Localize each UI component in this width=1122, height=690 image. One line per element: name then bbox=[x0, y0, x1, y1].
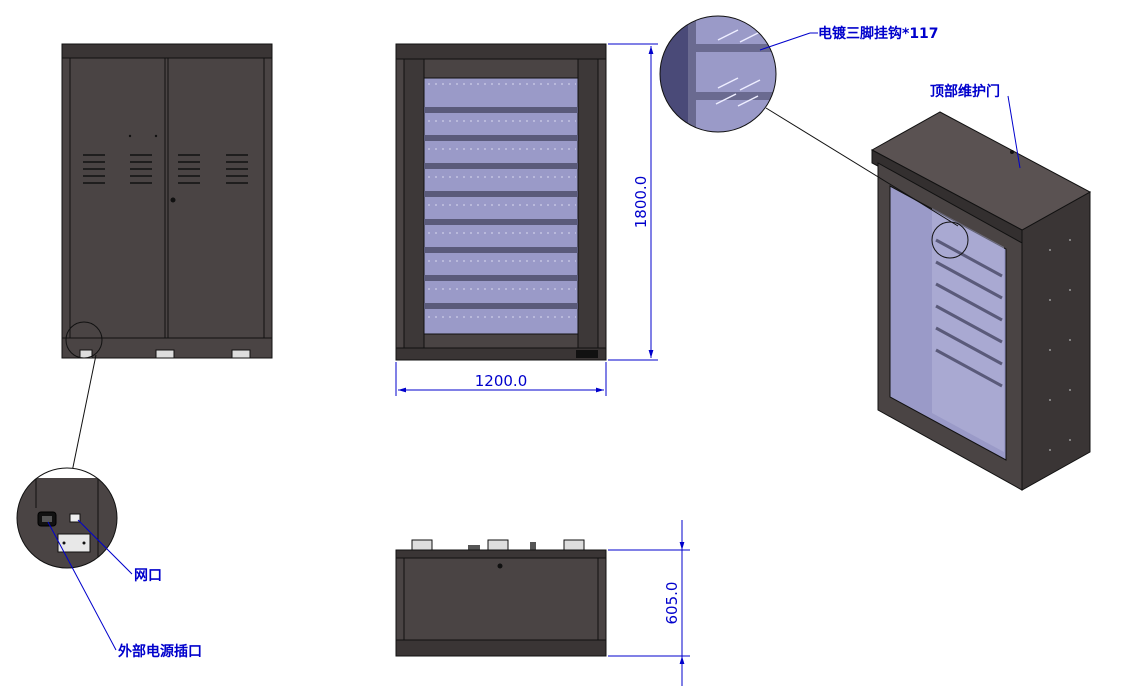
callout-power-label: 外部电源插口 bbox=[118, 643, 202, 660]
callout-power: 外部电源插口 bbox=[47, 521, 202, 660]
back-top-rail bbox=[61, 43, 273, 59]
callout-hooks-label: 电镀三脚挂钩*117 bbox=[818, 25, 939, 42]
height-label: 1800.0 bbox=[632, 176, 650, 229]
callout-top-door-label: 顶部维护门 bbox=[930, 83, 1000, 100]
detail-circle-iso bbox=[931, 221, 969, 259]
top-view bbox=[395, 539, 607, 657]
zoom-detail-hooks bbox=[659, 15, 777, 133]
iso-rails bbox=[935, 238, 1003, 388]
vent-slots bbox=[83, 154, 248, 184]
front-glass bbox=[423, 77, 579, 335]
zoom-detail-ports bbox=[16, 467, 118, 569]
depth-dimension: 605.0 bbox=[608, 520, 690, 686]
callout-network: 网口 bbox=[77, 519, 162, 584]
front-view bbox=[395, 43, 607, 361]
detail-circle-back bbox=[65, 321, 103, 359]
isometric-view bbox=[765, 107, 1092, 491]
depth-label: 605.0 bbox=[663, 582, 681, 625]
hook-rails bbox=[424, 107, 578, 309]
callout-network-label: 网口 bbox=[134, 568, 162, 584]
height-dimension: 1800.0 bbox=[608, 43, 658, 361]
back-view bbox=[61, 43, 273, 473]
width-dimension: 1200.0 bbox=[395, 362, 607, 396]
callout-top-door: 顶部维护门 bbox=[930, 83, 1021, 169]
callout-hooks: 电镀三脚挂钩*117 bbox=[759, 25, 939, 51]
network-port-icon bbox=[69, 513, 81, 523]
width-label: 1200.0 bbox=[475, 372, 528, 390]
back-body bbox=[61, 57, 273, 339]
